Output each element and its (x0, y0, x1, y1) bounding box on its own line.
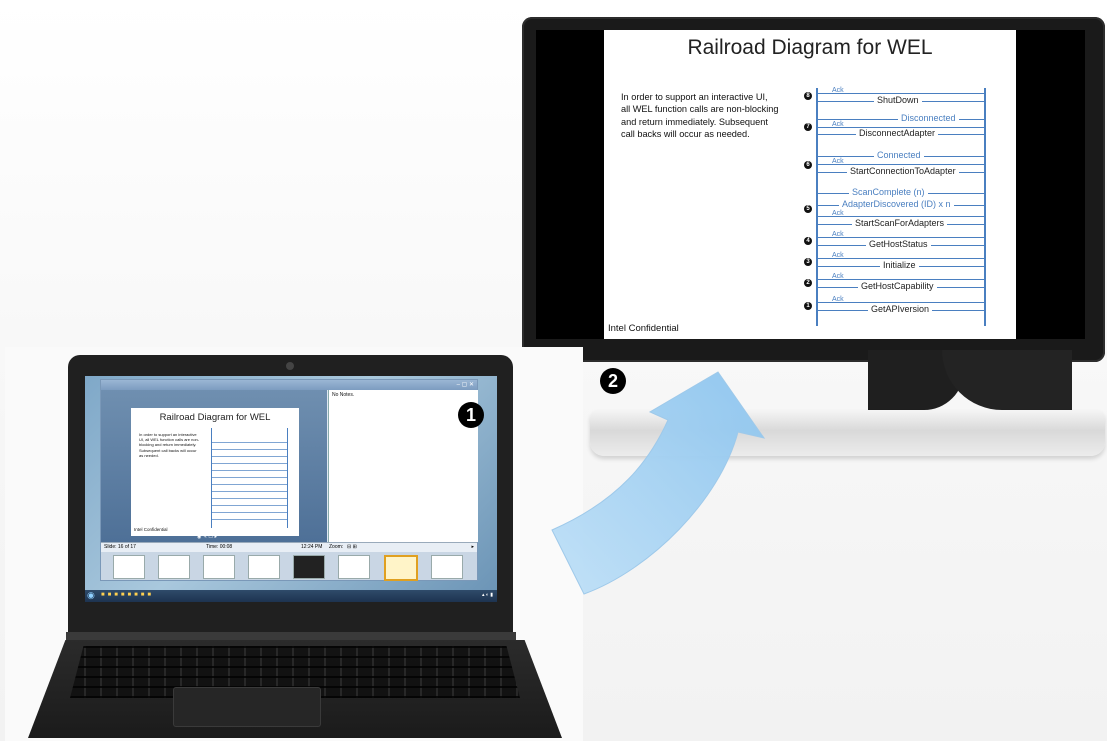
slide-thumbnail[interactable] (431, 555, 463, 579)
presenter-status-bar: Slide: 16 of 17 Time: 00:08 12:24 PM Zoo… (101, 542, 477, 553)
slide-thumbnail-strip (101, 552, 477, 581)
call-label: ShutDown (874, 95, 922, 105)
step-number: 2 (804, 279, 812, 287)
step-number: 3 (804, 258, 812, 266)
laptop-screen: – ▢ ✕ Railroad Diagram for WEL In order … (85, 376, 497, 602)
slide-thumbnail[interactable] (158, 555, 190, 579)
call-label: GetAPIversion (868, 304, 933, 314)
current-slide-preview[interactable]: Railroad Diagram for WEL In order to sup… (131, 408, 299, 536)
slide-thumbnail[interactable] (113, 555, 145, 579)
railroad-right-rail (984, 88, 986, 326)
projected-slide: Railroad Diagram for WEL In order to sup… (604, 30, 1016, 339)
zoom-label: Zoom: (329, 544, 344, 550)
ack-label: Ack (832, 273, 844, 280)
slide-body-line: all WEL function calls are non-blocking (621, 104, 779, 115)
webcam-icon (286, 362, 294, 370)
ack-label: Ack (832, 252, 844, 259)
slide-counter: Slide: 16 of 17 (104, 544, 136, 550)
call-label: GetHostCapability (858, 281, 937, 291)
monitor-stand (942, 350, 1072, 410)
slide-thumbnail-selected[interactable] (384, 555, 418, 581)
start-button-icon[interactable]: ◉ (87, 590, 95, 600)
preview-slide-body: In order to support an interactive UI, a… (139, 432, 200, 458)
ack-label: Ack (832, 231, 844, 238)
slide-body: In order to support an interactive UI, a… (621, 91, 778, 141)
call-label: StartConnectionToAdapter (847, 166, 959, 176)
chevron-right-icon[interactable]: ▸ (471, 544, 474, 550)
slide-title: Railroad Diagram for WEL (687, 36, 933, 59)
callback-label: AdapterDiscovered (ID) x n (839, 199, 954, 209)
ack-label: Ack (832, 210, 844, 217)
call-label: StartScanForAdapters (852, 218, 948, 228)
slide-body-line: In order to support an interactive UI, (621, 92, 768, 102)
slide-thumbnail[interactable] (293, 555, 325, 579)
step-number: 7 (804, 123, 812, 131)
call-label: DisconnectAdapter (856, 128, 939, 138)
ack-label: Ack (832, 158, 844, 165)
slide-thumbnail[interactable] (248, 555, 280, 579)
slide-tools-icon[interactable]: ◉ ✎ ▭ ▸ (197, 534, 217, 540)
callout-2: 2 (600, 368, 626, 394)
arrow-icon (551, 371, 766, 595)
call-label: Initialize (880, 260, 919, 270)
preview-slide-footer: Intel Confidential (134, 527, 168, 532)
callback-label: ScanComplete (n) (849, 187, 928, 197)
slide-body-line: call backs will occur as needed. (621, 129, 750, 140)
timer: Time: 00:08 (206, 544, 233, 550)
step-number: 5 (804, 205, 812, 213)
railroad-left-rail (816, 88, 818, 326)
laptop-hinge (66, 632, 516, 640)
step-number: 4 (804, 237, 812, 245)
step-number: 1 (804, 302, 812, 310)
clock: 12:24 PM (301, 544, 323, 550)
slide-body-line: and return immediately. Subsequent (621, 116, 768, 127)
current-slide-pane: Railroad Diagram for WEL In order to sup… (101, 390, 327, 542)
callback-label: Connected (874, 150, 924, 160)
call-label: GetHostStatus (866, 239, 931, 249)
step-number: 8 (804, 92, 812, 100)
callback-label: Disconnected (898, 113, 959, 123)
presenter-view-window: – ▢ ✕ Railroad Diagram for WEL In order … (100, 379, 478, 581)
system-tray-icon[interactable]: ▴ ◐ ▮ (481, 592, 493, 598)
callout-1: 1 (458, 402, 484, 428)
step-number: 6 (804, 161, 812, 169)
zoom-buttons-icon[interactable]: ⊟ ⊞ (347, 544, 357, 550)
window-titlebar: – ▢ ✕ (101, 380, 477, 390)
ack-label: Ack (832, 121, 844, 128)
ack-label: Ack (832, 296, 844, 303)
touchpad (173, 687, 321, 727)
taskbar-apps-icon[interactable]: ■■■■■■■■ (101, 592, 154, 598)
notes-text: No Notes. (332, 392, 355, 398)
notes-pane[interactable]: No Notes. (328, 390, 478, 542)
preview-slide-title: Railroad Diagram for WEL (159, 412, 271, 423)
window-controls-icon[interactable]: – ▢ ✕ (456, 382, 474, 388)
taskbar: ◉ ■■■■■■■■ ▴ ◐ ▮ (85, 590, 497, 602)
ack-label: Ack (832, 87, 844, 94)
slide-footer: Intel Confidential (608, 323, 679, 334)
slide-thumbnail[interactable] (338, 555, 370, 579)
slide-thumbnail[interactable] (203, 555, 235, 579)
